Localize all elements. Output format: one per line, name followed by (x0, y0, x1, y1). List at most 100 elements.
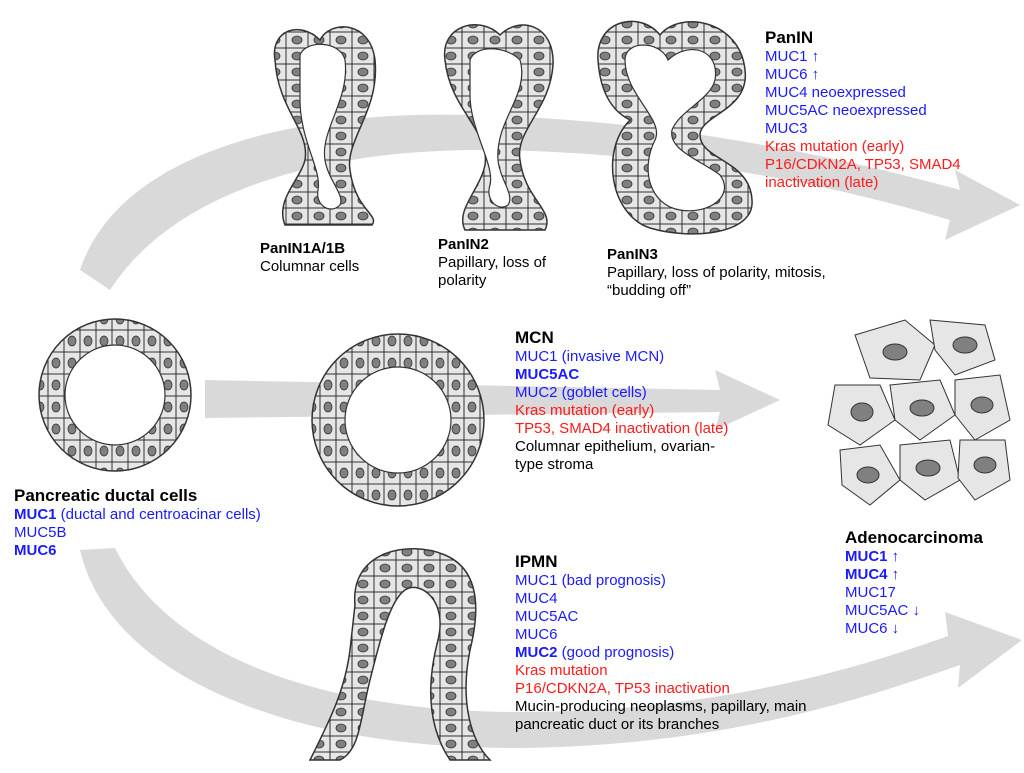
marker-text: ↑ (887, 548, 900, 565)
marker-bold: MUC2 (515, 644, 558, 661)
ipmn-line: Mucin-producing neoplasms, papillary, ma… (515, 698, 807, 716)
desc-line: Papillary, loss of polarity, mitosis, (607, 264, 826, 281)
ductal-line: MUC6 (14, 542, 261, 560)
ipmn-line: MUC2 (good prognosis) (515, 644, 807, 662)
marker-text: MUC5B (14, 524, 67, 541)
mcn-ring (311, 333, 485, 507)
ipmn-line: MUC5AC (515, 608, 807, 626)
marker-text: MUC6 (515, 626, 558, 643)
mcn-line: Kras mutation (early) (515, 402, 728, 420)
marker-text: Kras mutation (515, 662, 608, 679)
marker-text: pancreatic duct or its branches (515, 716, 720, 733)
mcn-line: Columnar epithelium, ovarian- (515, 438, 728, 456)
panin-line-pre: MUC3 (765, 120, 808, 137)
panin3-structure (597, 20, 753, 235)
panin1-label: PanIN1A/1B Columnar cells (260, 240, 359, 276)
marker-bold: MUC1 (14, 506, 57, 523)
adeno-line: MUC1 ↑ (845, 548, 983, 566)
panin-line: P16/CDKN2A, TP53, SMAD4 (765, 156, 961, 174)
marker-bold: MUC1 (845, 548, 888, 565)
panin-title: PanIN (765, 28, 814, 47)
ipmn-structure (308, 548, 492, 761)
marker-text: MUC5AC (515, 608, 579, 625)
desc-line: polarity (438, 272, 487, 289)
mcn-line: MUC2 (goblet cells) (515, 384, 728, 402)
panin1-desc: Columnar cells (260, 258, 359, 276)
ipmn-line: MUC6 (515, 626, 807, 644)
panin-line-arrow: ↑ (811, 48, 820, 65)
panin2-structure (443, 24, 554, 231)
adeno-line: MUC6 ↓ (845, 620, 983, 638)
adeno-line: MUC5AC ↓ (845, 602, 983, 620)
ipmn-line: MUC4 (515, 590, 807, 608)
panin2-title: PanIN2 (438, 236, 489, 253)
panin3-desc: Papillary, loss of polarity, mitosis,“bu… (607, 264, 826, 300)
ipmn-line: P16/CDKN2A, TP53 inactivation (515, 680, 807, 698)
panin-line: inactivation (late) (765, 174, 961, 192)
ductal-line: MUC5B (14, 524, 261, 542)
ductal-title: Pancreatic ductal cells (14, 486, 198, 505)
mcn-line: MUC1 (invasive MCN) (515, 348, 728, 366)
marker-text: TP53, SMAD4 inactivation (late) (515, 420, 729, 437)
arrow-bottom (80, 548, 1022, 749)
adeno-title: Adenocarcinoma (845, 528, 983, 547)
panin-line-pre: MUC6 (765, 66, 812, 83)
panin-line-pre: Kras mutation (early) (765, 138, 905, 155)
ductal-ring (38, 318, 192, 472)
ductal-lines: MUC1 (ductal and centroacinar cells)MUC5… (14, 506, 261, 560)
marker-text: Mucin-producing neoplasms, papillary, ma… (515, 698, 807, 715)
panin-line-pre: MUC5AC neoexpressed (765, 102, 927, 119)
marker-text: (ductal and centroacinar cells) (56, 506, 261, 523)
marker-text: MUC2 (goblet cells) (515, 384, 647, 401)
ductal-line: MUC1 (ductal and centroacinar cells) (14, 506, 261, 524)
ductal-block: Pancreatic ductal cells MUC1 (ductal and… (14, 486, 261, 560)
mcn-title: MCN (515, 328, 554, 347)
panin3-title: PanIN3 (607, 246, 658, 263)
marker-text: (good prognosis) (557, 644, 675, 661)
panin-line: MUC6 ↑ (765, 66, 961, 84)
panin-line: MUC3 (765, 120, 961, 138)
mcn-line: TP53, SMAD4 inactivation (late) (515, 420, 728, 438)
adeno-line: MUC4 ↑ (845, 566, 983, 584)
marker-bold: MUC6 (14, 542, 57, 559)
panin-line: MUC4 neoexpressed (765, 84, 961, 102)
marker-bold: MUC4 (845, 566, 888, 583)
ipmn-line: MUC1 (bad prognosis) (515, 572, 807, 590)
marker-text: P16/CDKN2A, TP53 inactivation (515, 680, 730, 697)
panin-line: MUC5AC neoexpressed (765, 102, 961, 120)
mcn-line: MUC5AC (515, 366, 728, 384)
marker-text: MUC6 ↓ (845, 620, 900, 637)
panin3-label: PanIN3 Papillary, loss of polarity, mito… (607, 246, 826, 300)
marker-text: MUC1 (invasive MCN) (515, 348, 665, 365)
panin-line: Kras mutation (early) (765, 138, 961, 156)
desc-line: Columnar cells (260, 258, 360, 275)
marker-text: Kras mutation (early) (515, 402, 655, 419)
ipmn-line: Kras mutation (515, 662, 807, 680)
adenocarcinoma-cluster (827, 319, 1011, 506)
marker-text: type stroma (515, 456, 594, 473)
desc-line: Papillary, loss of (438, 254, 547, 271)
marker-text: ↑ (887, 566, 900, 583)
adeno-line: MUC17 (845, 584, 983, 602)
panin-line: MUC1 ↑ (765, 48, 961, 66)
panin-line-pre: MUC1 (765, 48, 812, 65)
panin-line-pre: MUC4 neoexpressed (765, 84, 906, 101)
marker-text: MUC1 (bad prognosis) (515, 572, 666, 589)
panin-line-pre: inactivation (late) (765, 174, 879, 191)
panin1-title: PanIN1A/1B (260, 240, 346, 257)
mcn-line: type stroma (515, 456, 728, 474)
panin-line-pre: P16/CDKN2A, TP53, SMAD4 (765, 156, 961, 173)
desc-line: “budding off” (607, 282, 691, 299)
marker-text: Columnar epithelium, ovarian- (515, 438, 716, 455)
